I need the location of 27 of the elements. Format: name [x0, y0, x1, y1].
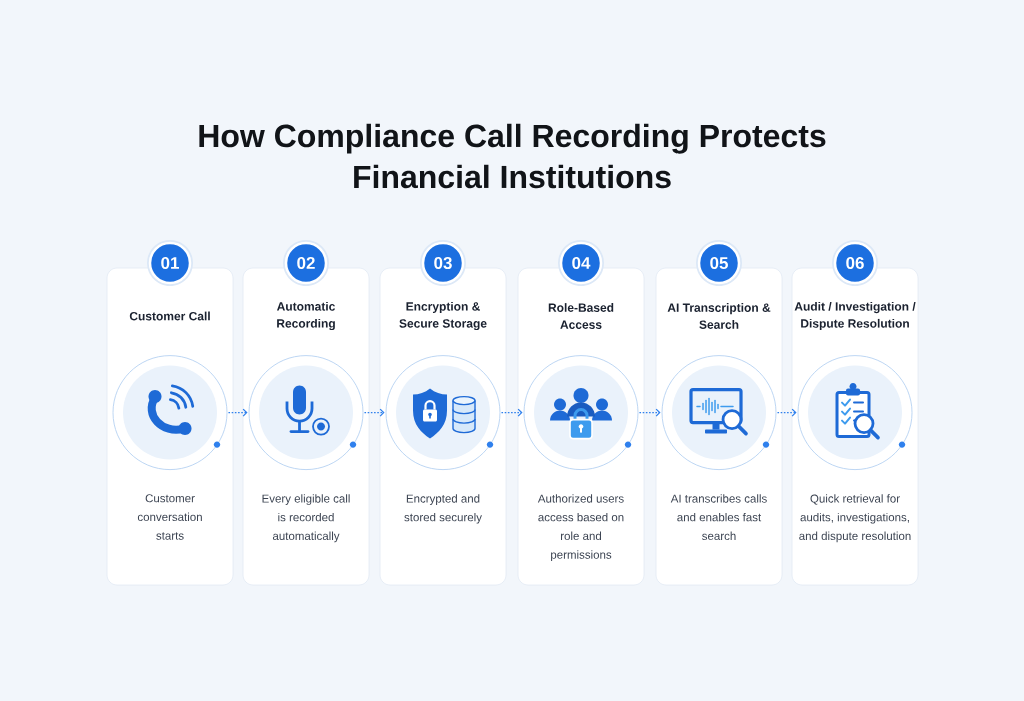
arrow	[227, 408, 248, 417]
icon-circle	[661, 355, 777, 471]
arrow	[638, 408, 661, 417]
number-badge: 01	[147, 240, 193, 286]
step-title: Customer Call	[129, 311, 210, 321]
step-title: Automatic Recording	[276, 301, 335, 331]
step-title: Role-Based Access	[548, 303, 614, 329]
step-description: Every eligible call is recorded automatically	[262, 494, 350, 543]
arrow	[363, 408, 385, 417]
arrow	[776, 408, 797, 417]
number-badge: 05	[696, 240, 742, 286]
step-description: AI transcribes calls and enables fast search	[670, 494, 767, 541]
step-description: Quick retrieval for audits, investigations, and dispute resolution	[799, 494, 911, 543]
step-title: Audit / Investigation / Dispute Resolution	[794, 301, 916, 331]
number-badge: 06	[832, 240, 878, 286]
title: How Compliance Call Recording Protects Financial Institutions	[199, 123, 826, 189]
icon-circle	[248, 355, 364, 471]
icon-circle	[112, 355, 228, 471]
arrow	[500, 408, 523, 417]
step-title: Encryption & Secure Storage	[399, 301, 487, 331]
step-description: Authorized users access based on role and permissions	[537, 494, 624, 561]
number-badge: 03	[420, 240, 466, 286]
step-title: AI Transcription & Search	[667, 303, 771, 329]
number-badge: 04	[558, 240, 604, 286]
number-badge: 02	[283, 240, 329, 286]
step-description: Encrypted and stored securely	[404, 494, 482, 524]
step-description: Customer conversation starts	[137, 494, 202, 540]
